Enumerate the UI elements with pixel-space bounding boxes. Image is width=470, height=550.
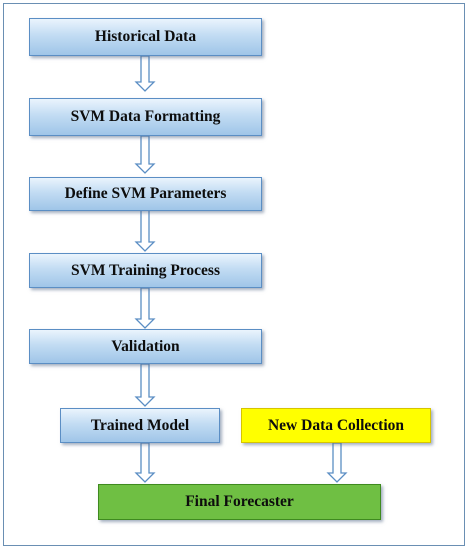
svm-training-process-box: SVM Training Process [29,253,262,288]
trained-model-box: Trained Model [60,408,220,443]
diagram-frame [3,3,465,546]
arrow-trained-to-forecaster [134,442,156,483]
define-svm-parameters-box: Define SVM Parameters [29,177,262,211]
validation-box: Validation [29,329,262,364]
arrow-historical-to-formatting [134,55,156,92]
new-data-collection-box: New Data Collection [241,408,431,443]
arrow-validation-to-trained [134,363,156,407]
arrow-newdata-to-forecaster [326,442,348,483]
arrow-parameters-to-training [134,209,156,252]
svm-data-formatting-box: SVM Data Formatting [29,98,262,136]
historical-data-box: Historical Data [29,18,262,56]
final-forecaster-box: Final Forecaster [98,484,381,520]
arrow-formatting-to-parameters [134,135,156,174]
arrow-training-to-validation [134,287,156,329]
